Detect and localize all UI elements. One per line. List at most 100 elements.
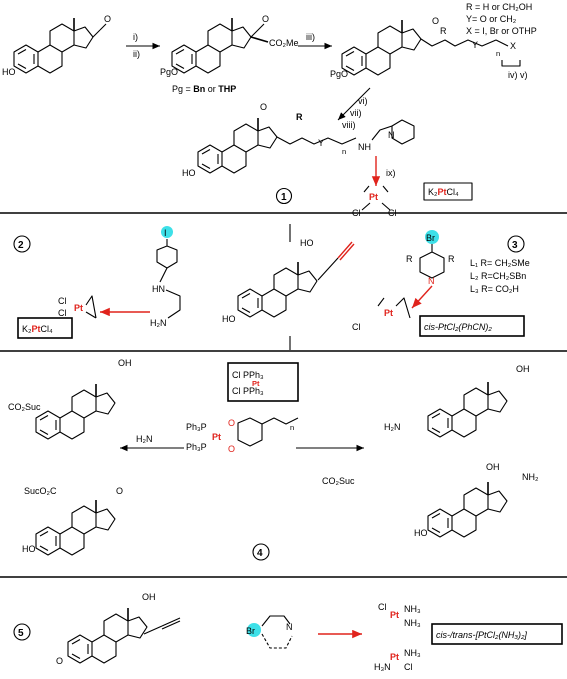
iodo-label: I [164, 228, 167, 238]
ho-label-4b: HO [414, 528, 428, 538]
compound-4-badge [252, 543, 270, 561]
right-top-steroid [427, 381, 508, 438]
pt-center-3: Pt [384, 308, 393, 318]
compound-4-number: 4 [257, 548, 263, 559]
o-label-4b: O [228, 444, 235, 454]
step-iii: iii) [306, 32, 315, 42]
left-bot-ester: SucO₂C [24, 486, 57, 496]
o-label-5: O [56, 656, 63, 666]
cl-label-5a: Cl [378, 602, 387, 612]
compound-2-badge [13, 235, 31, 253]
reagent-cis-trans: cis-/trans-[PtCl₂(NH₃)₂] [436, 630, 527, 640]
reagent-box-3 [419, 315, 525, 337]
y-label-1: Y [472, 40, 478, 50]
alkyne-5 [161, 617, 181, 630]
h3n-label-5: H₃N [374, 662, 391, 672]
ligand-l1: L₁ R= CH₂SMe [470, 258, 530, 268]
bromopyridine-5 [261, 615, 291, 627]
ester-intermediate [171, 17, 252, 74]
reagent-box-2 [17, 317, 73, 339]
ho-label-2: HO [182, 168, 196, 178]
section-5: 5 OH O Br N Cl Pt NH₃ NH₃ Pt NH₃ H₃N Cl … [13, 592, 563, 672]
n-label-1: n [496, 49, 500, 58]
pt-center-1: Pt [369, 192, 378, 202]
section-4: Cl PPh₃ Cl PPh₃ Pt Ph₃P Ph₃P Pt O O n H₂… [8, 358, 539, 561]
hn-label: HN [152, 284, 165, 294]
step-ix: ix) [386, 168, 396, 178]
cl-label-5b: Cl [404, 662, 413, 672]
step-vii: vii) [350, 108, 362, 118]
pyridyl-estrone-ligand [197, 117, 278, 174]
oh-label-4a: OH [118, 358, 132, 368]
bromopyridine-ring [419, 244, 445, 279]
reagent-k2ptcl4-2: K₂PtCl₄ [22, 324, 53, 334]
oh-label-4c: OH [486, 462, 500, 472]
iodobenzene-ring [156, 239, 178, 269]
r-label-3b: R [448, 254, 455, 264]
pgo-label-1: PgO [160, 67, 178, 77]
carbonyl-o-1: O [104, 14, 111, 24]
pt-center-4: Pt [212, 432, 221, 442]
n-label-4: n [290, 423, 294, 432]
ethynylestradiol-core [237, 261, 318, 318]
ho-label-center: HO [222, 314, 236, 324]
n-label-2: n [342, 147, 346, 156]
y-definition: Y= O or CH₂ [466, 14, 517, 24]
x-label-1: X [510, 41, 516, 51]
cl-label-3: Cl [352, 322, 361, 332]
reagent-box-5 [431, 623, 563, 645]
pyridine-ring-1 [391, 119, 415, 145]
left-top-ester: CO₂Suc [8, 402, 41, 412]
compound-3-number: 3 [512, 240, 518, 251]
step-iv-v: iv) v) [508, 70, 528, 80]
pt-center-5a: Pt [390, 610, 399, 620]
x-definition: X = I, Br or OTHP [466, 26, 537, 36]
oh-label-5: OH [142, 592, 156, 602]
pgo-label-2: PgO [330, 69, 348, 79]
reagent-cis-ptcl2: cis-PtCl₂(PhCN)₂ [424, 322, 492, 332]
pyridine-n-5: N [286, 622, 293, 632]
dashed-ring-5 [261, 633, 293, 649]
o-label-4a: O [228, 418, 235, 428]
oh-label-4b: OH [516, 364, 530, 374]
r-definition: R = H or CH₂OH [466, 2, 532, 12]
h2n-label: H₂N [150, 318, 167, 328]
nh2-label-4: NH₂ [522, 472, 539, 482]
ligand-l3: L₃ R= CO₂H [470, 284, 519, 294]
nh3-label-5b: NH₃ [404, 618, 421, 628]
cl-label-2a: Cl [58, 296, 67, 306]
ho-label-4a: HO [22, 544, 36, 554]
compound-1-number: 1 [281, 192, 287, 203]
carbonyl-bond [99, 23, 107, 31]
r-label-2: R [296, 112, 303, 122]
pt-center-5b: Pt [390, 652, 399, 662]
iodine-highlight [161, 226, 173, 238]
linker-chain-1 [420, 38, 509, 47]
section-2-3: 2 I HN H₂N Cl Cl Pt K₂PtCl₄ HO HO Br N R… [13, 224, 530, 350]
bromine-highlight [425, 230, 439, 244]
co2suc-label-4: CO₂Suc [322, 476, 355, 486]
y-label-2: Y [318, 138, 324, 148]
left-bottom-steroid [35, 499, 116, 556]
compound-1-badge [275, 187, 293, 205]
step-viii: viii) [342, 120, 356, 130]
linker-chain-2 [276, 136, 357, 145]
alkylated-intermediate [341, 19, 422, 76]
pg-definition: Pg = Bn or THP [172, 84, 236, 94]
co2me-label: CO₂Me [269, 38, 299, 48]
nh3-label-5c: NH₃ [404, 648, 421, 658]
carbonyl-o-4: O [260, 102, 267, 112]
nh3-label-5a: NH₃ [404, 604, 421, 614]
pyridine-n-1: N [388, 130, 395, 140]
compound-2-number: 2 [18, 240, 24, 251]
ho-label-top: HO [300, 238, 314, 248]
h2n-label-4: H₂N [136, 434, 153, 444]
br-label-2: Br [426, 233, 435, 243]
o-label-4c: O [116, 486, 123, 496]
right-bottom-steroid [427, 481, 508, 538]
nh-label: NH [358, 142, 371, 152]
compound-5-badge [13, 623, 31, 641]
enone-steroid [67, 607, 148, 664]
pt-center-reagent-4: Pt [252, 379, 260, 388]
